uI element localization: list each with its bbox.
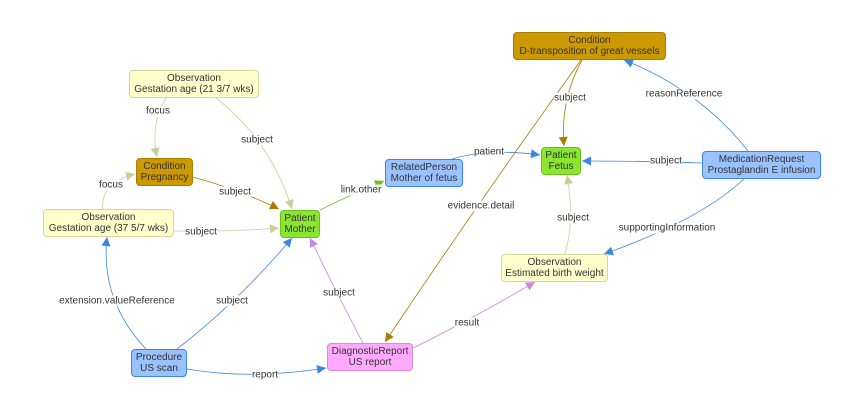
- node-type: Procedure: [135, 352, 183, 363]
- edge-arrowhead: [530, 149, 540, 159]
- edge-line: [176, 237, 293, 350]
- edge-line: [105, 236, 147, 350]
- edge-label: result: [454, 317, 480, 329]
- node-label: D-transposition of great vessels: [519, 46, 660, 57]
- node-diagnostic-report[interactable]: DiagnosticReport US report: [327, 343, 413, 371]
- node-medication-request[interactable]: MedicationRequest Prostaglandin E infusi…: [702, 151, 821, 179]
- edge-line: [603, 178, 745, 255]
- edge-arrowhead: [524, 282, 535, 291]
- node-observation-gestation-21[interactable]: Observation Gestation age (21 3/7 wks): [129, 70, 259, 98]
- node-label: Estimated birth weight: [505, 268, 604, 279]
- node-type: RelatedPerson: [390, 162, 458, 173]
- edge-label: focus: [99, 179, 123, 191]
- node-label: Pregnancy: [140, 172, 189, 183]
- edge-arrowhead: [624, 59, 635, 68]
- edge-line: [412, 281, 536, 349]
- node-label: Gestation age (21 3/7 wks): [134, 84, 254, 95]
- edge-label: subject: [219, 186, 251, 198]
- edge-label: supportingInformation: [618, 222, 716, 234]
- edge-arrowhead: [101, 237, 111, 247]
- node-type: MedicationRequest: [718, 154, 805, 165]
- edge-arrowhead: [269, 224, 279, 234]
- edge-arrowhead: [373, 180, 384, 189]
- edge-arrowhead: [604, 246, 614, 256]
- edge-arrowhead: [316, 364, 326, 374]
- node-patient-fetus[interactable]: Patient Fetus: [541, 147, 581, 175]
- node-related-person[interactable]: RelatedPerson Mother of fetus: [385, 159, 463, 187]
- edge-label: subject: [323, 287, 355, 299]
- edge-arrowhead: [582, 156, 591, 166]
- edge-arrowhead: [385, 332, 394, 342]
- edge-arrowhead: [268, 201, 279, 210]
- node-patient-mother[interactable]: Patient Mother: [280, 210, 320, 238]
- node-observation-gestation-37[interactable]: Observation Gestation age (37 5/7 wks): [43, 209, 174, 237]
- edge-line: [215, 97, 293, 210]
- edge-label: patient: [473, 146, 505, 158]
- edge-label: focus: [146, 105, 170, 117]
- node-label: US report: [348, 357, 392, 368]
- node-label: Mother of fetus: [390, 173, 458, 184]
- node-type: Observation: [81, 212, 136, 223]
- edge-label: extension.valueReference: [59, 295, 175, 307]
- edge-label: link.other: [340, 184, 382, 196]
- edge-arrowhead: [564, 175, 574, 185]
- edge-arrowhead: [125, 171, 135, 181]
- node-procedure[interactable]: Procedure US scan: [131, 349, 187, 377]
- edge-label: subject: [554, 92, 586, 104]
- node-condition-pregnancy[interactable]: Condition Pregnancy: [136, 158, 193, 186]
- node-label: US scan: [140, 363, 178, 374]
- edge-label: subject: [557, 212, 589, 224]
- node-type: Observation: [167, 73, 221, 84]
- node-type: Patient: [545, 150, 577, 161]
- edge-label: reasonReference: [645, 88, 723, 100]
- edge-label: report: [251, 369, 279, 381]
- node-label: Fetus: [548, 161, 574, 172]
- edge-label: subject: [185, 226, 217, 238]
- node-type: Condition: [143, 161, 186, 172]
- edge-label: subject: [241, 134, 273, 146]
- node-label: Mother: [284, 224, 316, 235]
- node-type: DiagnosticReport: [331, 346, 409, 357]
- edge-label: subject: [216, 295, 248, 307]
- node-type: Observation: [527, 257, 582, 268]
- edge-line: [623, 59, 749, 152]
- edge-label: subject: [650, 155, 682, 167]
- edge-arrowhead: [150, 147, 160, 157]
- edge-line: [581, 160, 703, 164]
- node-observation-ebw[interactable]: Observation Estimated birth weight: [501, 254, 608, 282]
- edge-arrowhead: [284, 199, 294, 209]
- node-condition-dtga[interactable]: Condition D-transposition of great vesse…: [513, 32, 666, 60]
- node-type: Patient: [284, 213, 316, 224]
- node-label: Gestation age (37 5/7 wks): [48, 223, 169, 234]
- node-label: Prostaglandin E infusion: [707, 165, 816, 176]
- edge-arrowhead: [282, 238, 292, 248]
- edge-label: evidence.detail: [447, 200, 515, 212]
- edge-arrowhead: [309, 238, 318, 249]
- node-type: Condition: [568, 35, 611, 46]
- edge-arrowhead: [558, 136, 568, 146]
